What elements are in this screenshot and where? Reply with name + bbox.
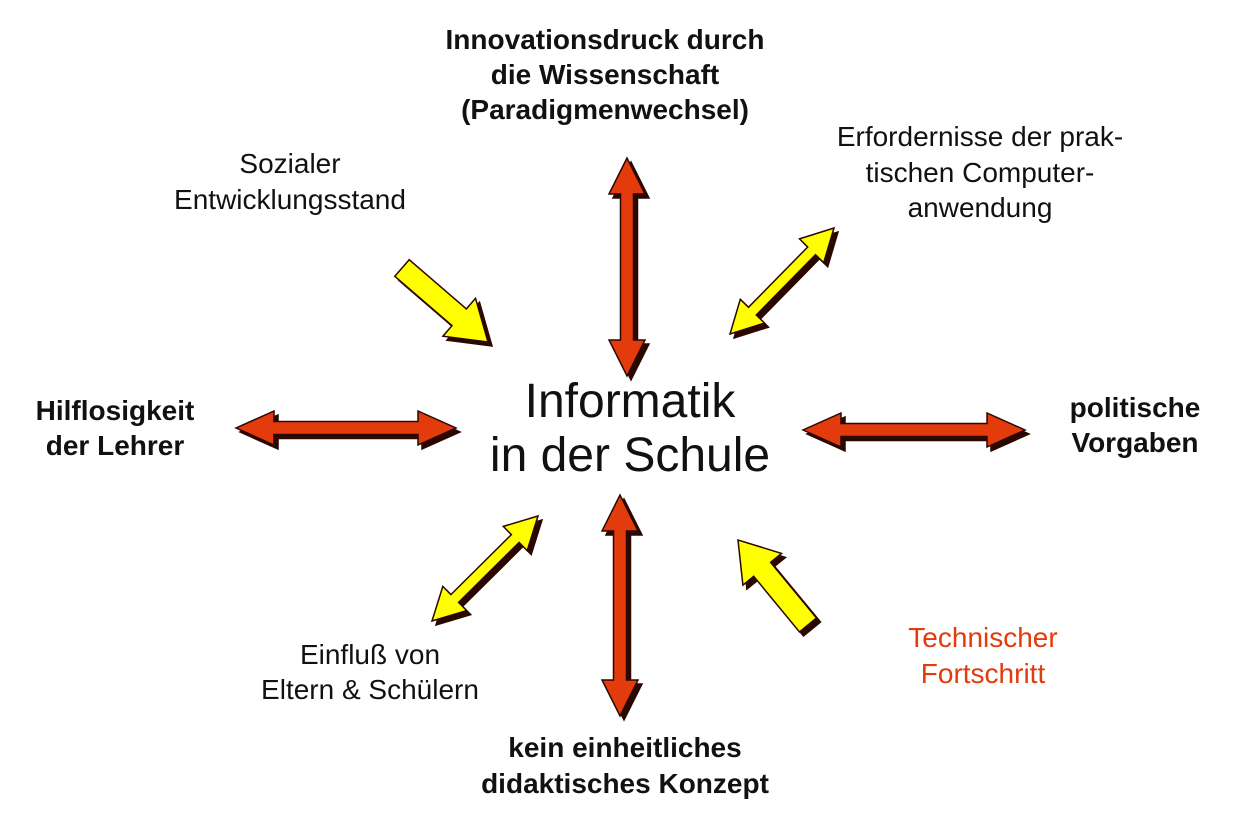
arrow-left-body <box>234 409 458 447</box>
factor-social-development: Sozialer Entwicklungsstand <box>140 146 440 217</box>
factor-line: Hilflosigkeit <box>35 395 195 426</box>
factor-line: Einfluß von <box>299 639 441 670</box>
factor-parents-students-influence: Einfluß von Eltern & Schülern <box>205 637 535 707</box>
factor-technical-progress: Technischer Fortschritt <box>868 620 1098 691</box>
factor-line: der Lehrer <box>45 430 185 461</box>
factor-line: (Paradigmenwechsel) <box>461 94 749 125</box>
center-title-line-1: Informatik <box>524 375 736 428</box>
center-title: Informatik in der Schule <box>430 375 830 483</box>
arrow-bottom-body <box>600 493 640 718</box>
factor-line: tischen Computer- <box>865 156 1095 188</box>
factor-line: Entwicklungsstand <box>174 183 406 215</box>
arrow-bottom-left <box>430 514 544 627</box>
arrow-top-left-body <box>393 258 490 343</box>
arrow-bottom-right <box>737 538 822 638</box>
factor-line: Erfordernisse der prak- <box>836 121 1124 152</box>
arrow-bottom <box>600 493 644 722</box>
factor-line: Eltern & Schülern <box>261 674 479 705</box>
factor-line: Vorgaben <box>1071 427 1199 458</box>
arrow-top <box>607 156 651 382</box>
factor-line: Innovationsdruck durch <box>445 24 765 55</box>
factor-line: anwendung <box>907 192 1053 224</box>
arrow-top-left <box>393 258 494 347</box>
factor-line: politische <box>1069 392 1201 423</box>
arrow-right <box>801 411 1031 453</box>
arrow-top-body <box>607 156 647 378</box>
center-title-line-2: in der Schule <box>489 428 771 482</box>
factor-line: Technischer <box>908 622 1058 653</box>
arrow-top-right-body <box>728 226 836 336</box>
factor-teacher-helplessness: Hilflosigkeit der Lehrer <box>10 393 220 463</box>
factor-line: Fortschritt <box>920 657 1046 689</box>
factor-line: didaktisches Konzept <box>481 767 769 799</box>
factor-no-uniform-concept: kein einheitliches didaktisches Konzept <box>425 730 825 801</box>
arrow-right-body <box>801 411 1027 449</box>
arrow-left <box>234 409 462 451</box>
factor-innovation-pressure: Innovationsdruck durch die Wissenschaft … <box>385 22 825 127</box>
arrow-top-right <box>728 226 840 340</box>
arrow-bottom-left-body <box>430 514 540 623</box>
factor-political-requirements: politische Vorgaben <box>1040 390 1230 460</box>
factor-line: Sozialer <box>239 148 341 179</box>
factor-line: kein einheitliches <box>508 732 742 763</box>
factor-practical-computing: Erfordernisse der prak- tischen Computer… <box>790 119 1170 226</box>
arrow-bottom-right-body <box>737 538 818 634</box>
factor-line: die Wissenschaft <box>490 59 720 90</box>
